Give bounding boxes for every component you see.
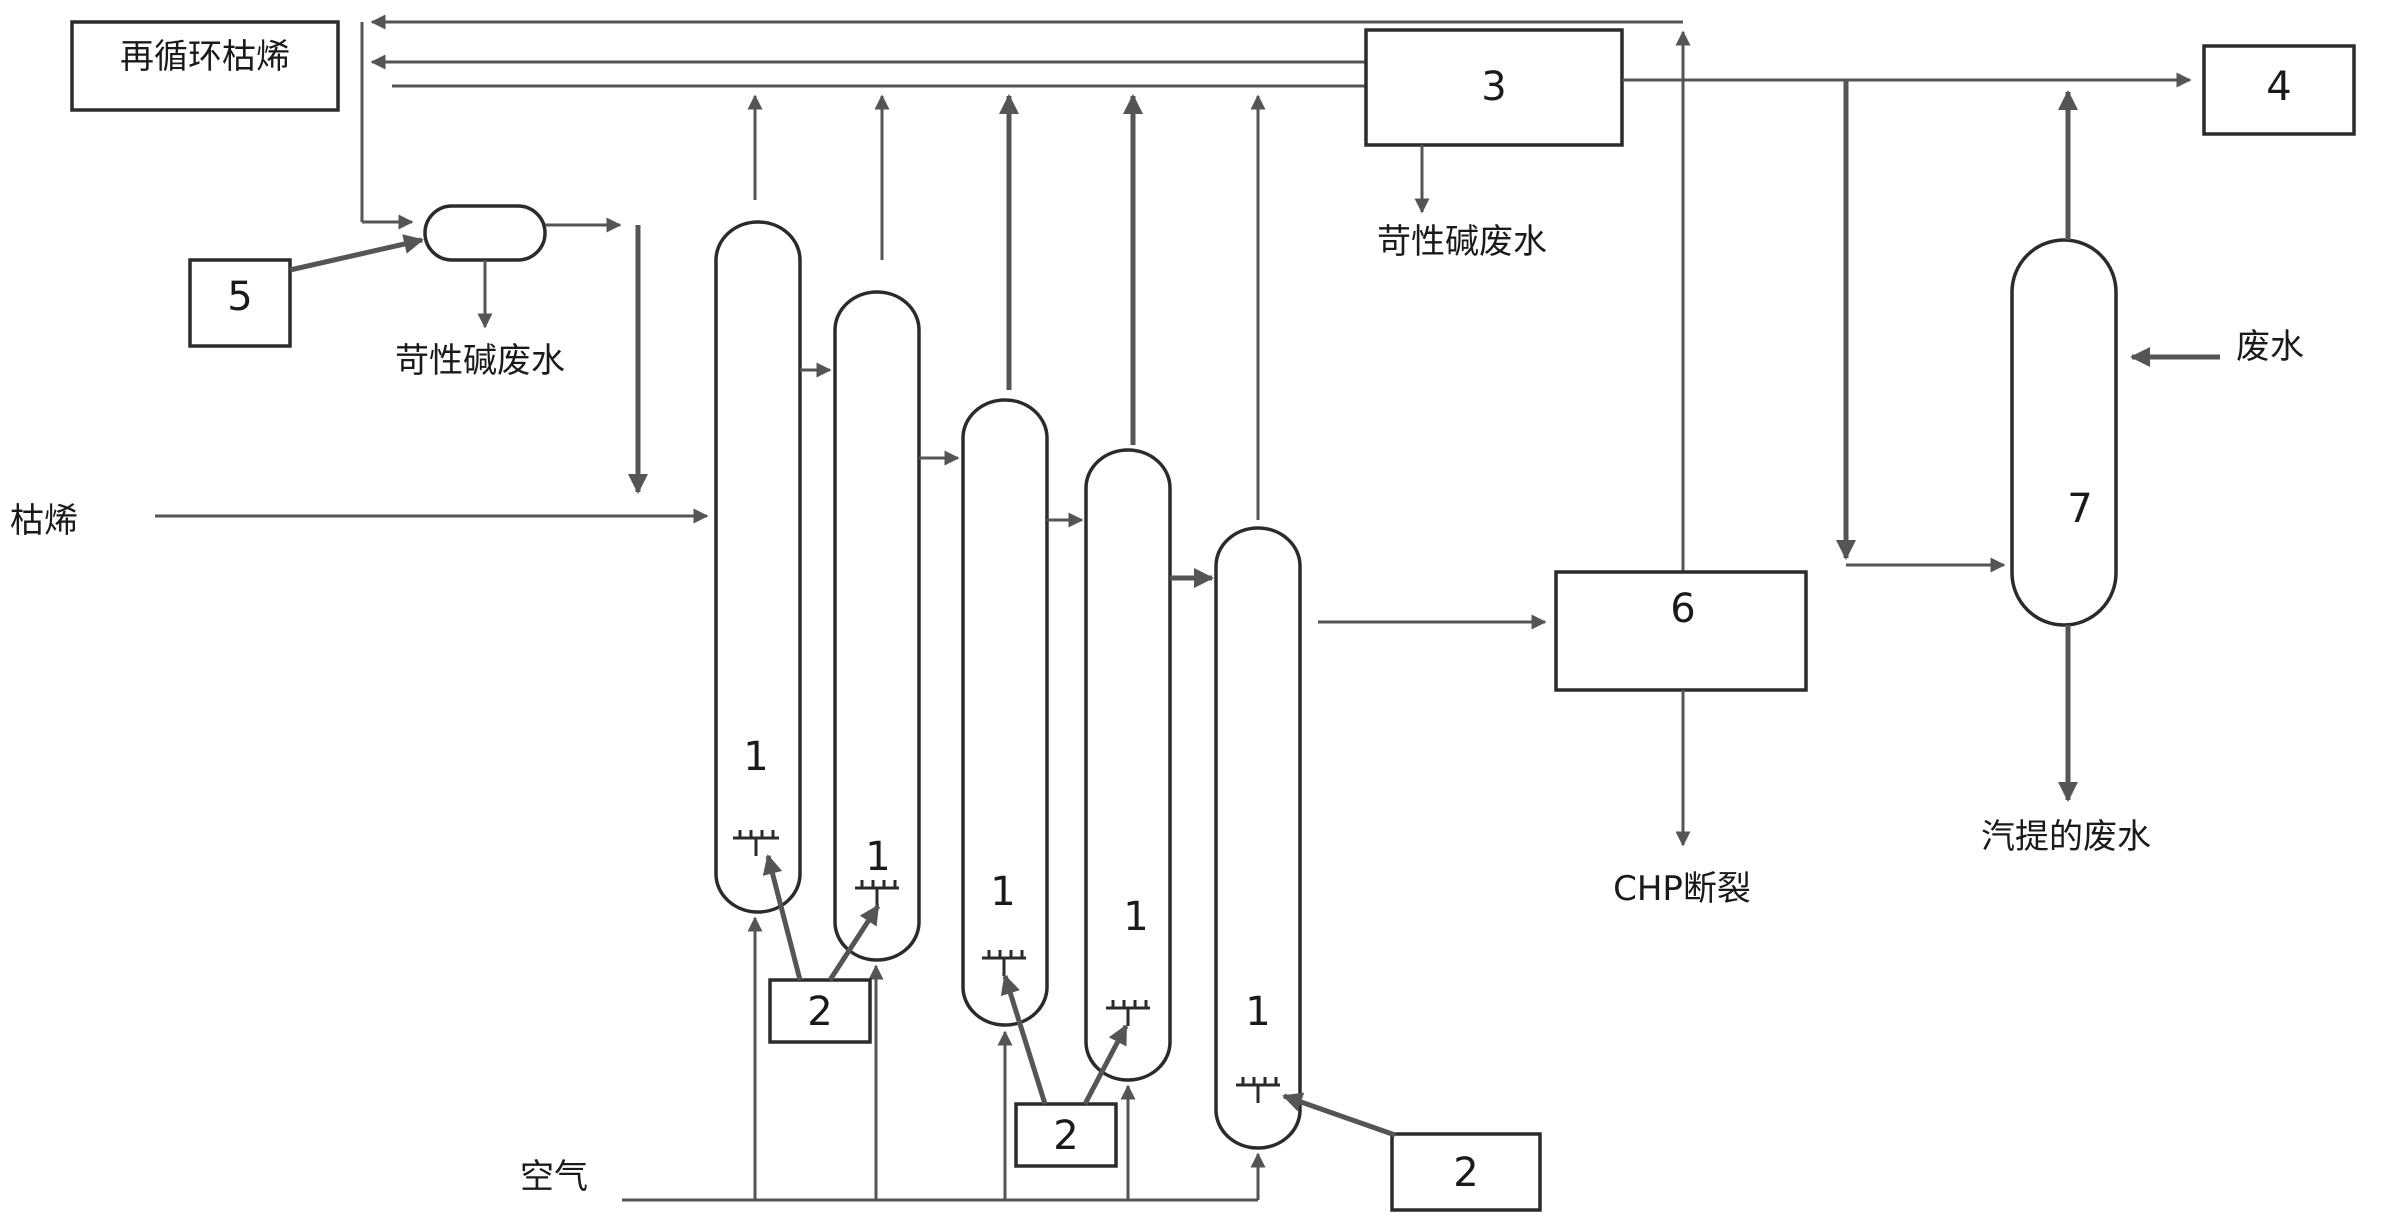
sparger-box-2a-label: 2	[807, 989, 832, 1035]
sparger-box-2c-label: 2	[1453, 1150, 1478, 1196]
caustic-wash-vessel	[423, 204, 547, 262]
sparger-box-2a	[768, 978, 872, 1044]
wastewater-label: 废水	[2236, 327, 2304, 367]
unit-3-box	[1364, 28, 1624, 147]
sparger-box-2c	[1390, 1132, 1542, 1212]
sparger-1a	[733, 830, 779, 856]
unit-5-box	[188, 258, 292, 348]
spargers	[733, 830, 1280, 1103]
unit-5-label: 5	[227, 274, 252, 320]
reactor-transfer-lines	[800, 362, 1547, 630]
sparger-box-2b-label: 2	[1053, 1113, 1078, 1159]
stripper-7	[2010, 238, 2118, 627]
unit-6-box	[1554, 570, 1808, 692]
sparger-1c	[982, 950, 1026, 976]
reactor-1d-label: 1	[1123, 894, 1148, 940]
unit-6-label: 6	[1670, 586, 1695, 632]
recycle-cumene-box	[70, 20, 340, 112]
unit-4-box	[2202, 44, 2356, 136]
sparger-box-2b	[1014, 1102, 1118, 1168]
sparger-1b	[855, 880, 899, 906]
reactor-1e-label: 1	[1245, 989, 1270, 1035]
caustic-wastewater-left-label: 苛性碱废水	[395, 341, 565, 381]
air-lines	[622, 916, 1266, 1202]
air-label: 空气	[520, 1157, 588, 1197]
reactor-1c	[961, 398, 1049, 1027]
unit-3-label: 3	[1481, 64, 1506, 110]
sparger-1e	[1236, 1077, 1280, 1103]
reactor-1b-label: 1	[865, 834, 890, 880]
recycle-lines	[360, 14, 1691, 572]
cumene-feed-label: 枯烯	[10, 501, 78, 541]
stripper-7-label: 7	[2067, 486, 2092, 532]
overhead-lines	[392, 84, 1365, 520]
reactor-1a-label: 1	[743, 734, 768, 780]
chp-cleavage-label: CHP断裂	[1613, 869, 1751, 909]
caustic-wastewater-top-label: 苛性碱废水	[1377, 222, 1547, 262]
unit-4-label: 4	[2266, 64, 2291, 110]
reactor-1e	[1214, 526, 1302, 1150]
reactor-1c-label: 1	[990, 869, 1015, 915]
reactor-1a	[714, 220, 802, 914]
recycle-cumene-label: 再循环枯烯	[120, 37, 290, 77]
reactor-1b	[833, 290, 921, 962]
sparger-1d	[1106, 1000, 1150, 1026]
reactor-1d	[1084, 448, 1172, 1082]
stripped-wastewater-label: 汽提的废水	[1981, 817, 2151, 857]
oxidation-reactors: 1 1 1 1 1	[714, 220, 1302, 1150]
